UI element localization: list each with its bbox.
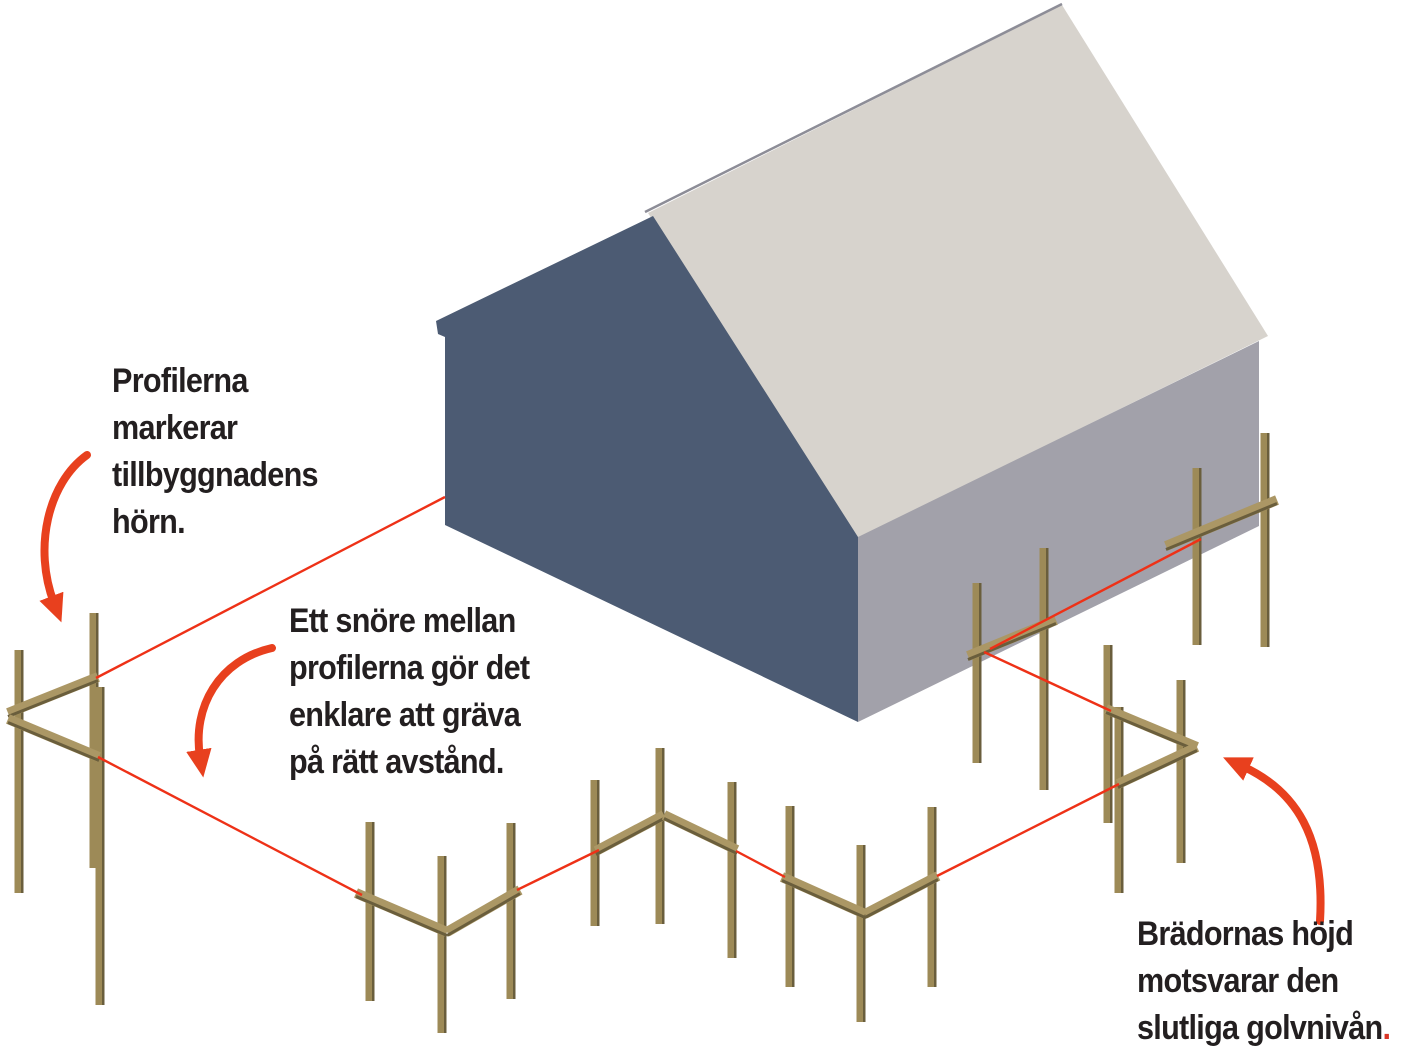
profile-board-edge: [446, 892, 521, 937]
profile-post-shade: [372, 822, 375, 1001]
profile-post: [1192, 468, 1202, 645]
profile-post-shade: [1110, 645, 1113, 823]
profile-post: [89, 613, 99, 868]
house: [436, 2, 1268, 722]
profile-board-edge: [595, 817, 665, 856]
profile-post-shade: [1199, 468, 1202, 645]
profile-post-shade: [734, 782, 737, 958]
annotation-line: tillbyggnadens: [112, 456, 319, 494]
profile-board-edge: [355, 895, 448, 937]
profile-post-shade: [21, 650, 24, 893]
curved-arrow-to-left-profile: [39, 451, 91, 623]
profile-board-edge: [1165, 502, 1278, 551]
annotation-string: Ett snöre mellan profilerna gör det enkl…: [289, 598, 530, 786]
house-ridge-line: [644, 2, 1063, 214]
profile-board: [779, 872, 868, 919]
profile-post: [785, 806, 795, 987]
profile-board: [1115, 742, 1200, 789]
profile-board: [1104, 704, 1199, 752]
string-line: [989, 537, 1202, 651]
profile-post: [1260, 433, 1270, 647]
house-side-wall: [858, 341, 1259, 722]
arrows: [39, 451, 1325, 925]
curved-arrow-to-string-line: [186, 644, 276, 778]
house-roof: [648, 5, 1268, 538]
string-line: [735, 849, 786, 879]
profile-board-edge: [967, 622, 1057, 661]
string-line: [936, 782, 1120, 878]
profile-board-edge: [1117, 749, 1198, 789]
string-line: [516, 848, 600, 892]
annotation-line: motsvarar den: [1137, 962, 1339, 1000]
house-gable-wall: [436, 216, 858, 722]
string-line: [97, 755, 363, 897]
curved-arrow-to-profile-board: [1223, 757, 1325, 925]
profile-board: [6, 672, 100, 718]
profile-post: [14, 650, 24, 893]
profile-post: [1114, 707, 1124, 893]
profile-board-edge: [1105, 711, 1198, 752]
profile-post-shade: [792, 806, 795, 987]
annotation-line: profilerna gör det: [289, 649, 530, 687]
profile-board-edge: [7, 679, 99, 718]
profile-board: [1164, 495, 1279, 551]
profile-board: [6, 714, 101, 762]
profile-post-shade: [1267, 433, 1270, 647]
annotation-line: slutliga golvnivån.: [1137, 1009, 1391, 1047]
profile-board: [862, 871, 941, 919]
annotation-line: enklare att gräva: [289, 696, 521, 734]
profile-post-shade: [934, 807, 937, 987]
profile-post-shade: [863, 845, 866, 1022]
annotation-boards: Brädornas höjd motsvarar den slutliga go…: [1137, 911, 1391, 1051]
string-line: [95, 495, 446, 680]
profile-board-edge: [7, 721, 100, 762]
profile-post-shade: [662, 748, 665, 924]
annotation-line: hörn.: [112, 503, 186, 541]
profile-post-shade: [1183, 680, 1186, 863]
profile-post: [365, 822, 375, 1001]
profile-post: [727, 782, 737, 958]
profile-post: [927, 807, 937, 987]
profile-post: [1039, 548, 1049, 790]
annotation-profiles: Profilerna markerar tillbyggnadens hörn.: [112, 358, 319, 546]
profile-post-shade: [102, 687, 105, 1005]
profile-board-edge: [663, 817, 738, 855]
profile-board: [444, 885, 523, 937]
red-period: .: [1382, 1009, 1391, 1047]
profile-post-shade: [1121, 707, 1124, 893]
profile-post: [506, 823, 516, 999]
profile-post-shade: [513, 823, 516, 999]
profile-post-shade: [1046, 548, 1049, 790]
profile-board-edge: [781, 879, 866, 919]
profile-post-shade: [979, 583, 982, 763]
annotation-line: på rätt avstånd.: [289, 743, 504, 781]
annotation-line: markerar: [112, 409, 238, 447]
profile-post-shade: [444, 856, 447, 1033]
profile-post: [972, 583, 982, 763]
profile-post: [856, 845, 866, 1022]
annotation-line: Ett snöre mellan: [289, 602, 516, 640]
profile-boards-layer: [6, 433, 1279, 1033]
profile-board-edge: [864, 878, 939, 919]
profile-post: [655, 748, 665, 924]
profile-board: [354, 888, 449, 937]
profile-post: [437, 856, 447, 1033]
profile-board: [661, 810, 740, 855]
string-line: [983, 650, 1112, 713]
annotation-line: Profilerna: [112, 362, 248, 400]
profile-post: [1176, 680, 1186, 863]
annotation-line: Brädornas höjd: [1137, 915, 1354, 953]
profile-post: [95, 687, 105, 1005]
profile-board: [593, 810, 667, 856]
profile-post: [1103, 645, 1113, 823]
